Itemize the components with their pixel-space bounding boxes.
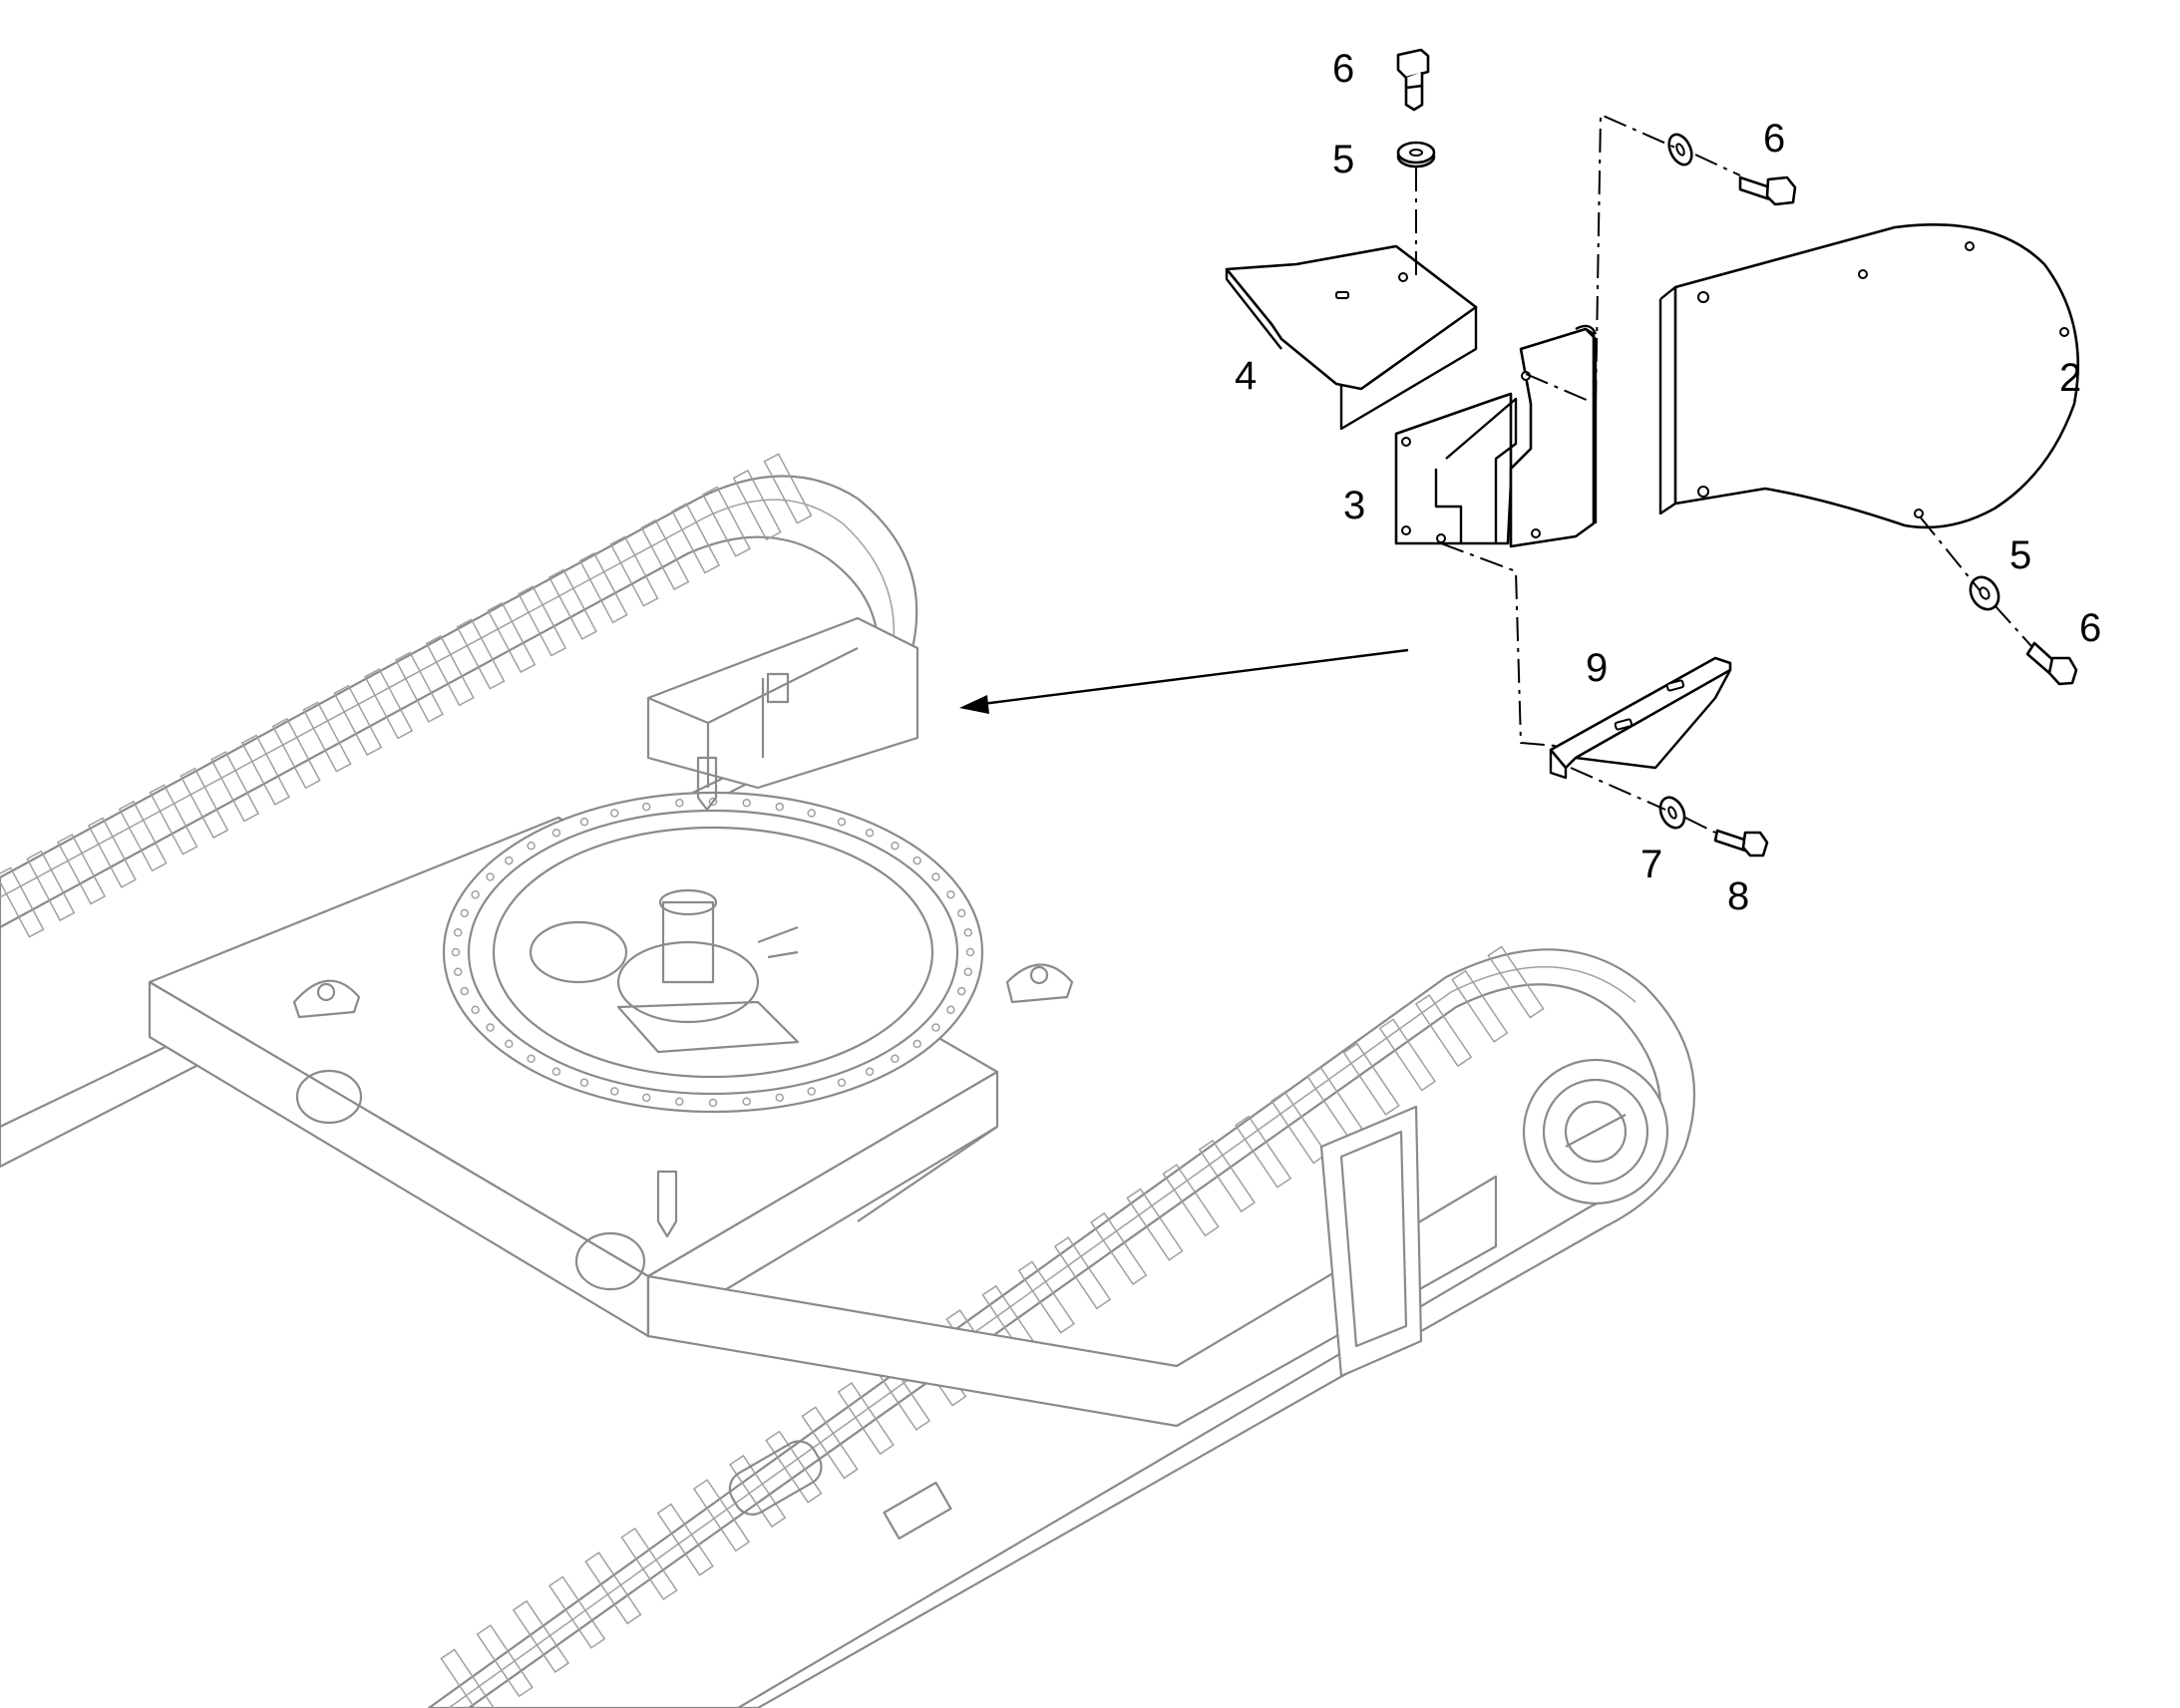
callout-5-right: 5 xyxy=(2009,533,2031,577)
car-body xyxy=(148,756,1498,1540)
hardware xyxy=(1396,48,2078,857)
undercarriage-ghost xyxy=(0,453,1696,1708)
part-2-cover-plate xyxy=(1658,223,2080,529)
callout-5-top: 5 xyxy=(1332,138,1354,181)
callout-6-top: 6 xyxy=(1332,47,1354,91)
bolt-lower-icon xyxy=(1713,829,1769,857)
callout-6-upper-right: 6 xyxy=(1763,117,1785,161)
callout-6-right: 6 xyxy=(2079,606,2101,650)
lift-eye-left xyxy=(292,979,361,1019)
washer-lower-icon xyxy=(1658,796,1686,830)
washer-upper-right-icon xyxy=(1667,133,1693,167)
callout-labels: 6 5 6 4 3 2 5 6 9 7 8 xyxy=(1235,47,2101,918)
bolt-top-icon xyxy=(1396,48,1430,112)
callout-9: 9 xyxy=(1586,646,1608,690)
swivel-joint-icon xyxy=(529,888,800,1054)
part-3-bracket-plate xyxy=(1394,324,1598,548)
lift-eye-right xyxy=(1005,963,1074,1004)
callout-8: 8 xyxy=(1727,874,1749,918)
bolt-upper-right-icon xyxy=(1738,175,1797,206)
assembly-centerlines xyxy=(1415,113,2032,834)
washer-right-icon xyxy=(1969,575,2000,611)
bolt-right-icon xyxy=(2025,641,2078,686)
callout-4: 4 xyxy=(1235,354,1257,398)
callout-2: 2 xyxy=(2059,356,2081,400)
location-arrow xyxy=(959,648,1409,714)
washer-top-icon xyxy=(1396,141,1436,169)
part-9-small-bracket xyxy=(1549,656,1732,780)
part-4-angled-bracket xyxy=(1225,244,1478,431)
callout-3: 3 xyxy=(1343,484,1365,527)
callout-7: 7 xyxy=(1640,843,1662,886)
